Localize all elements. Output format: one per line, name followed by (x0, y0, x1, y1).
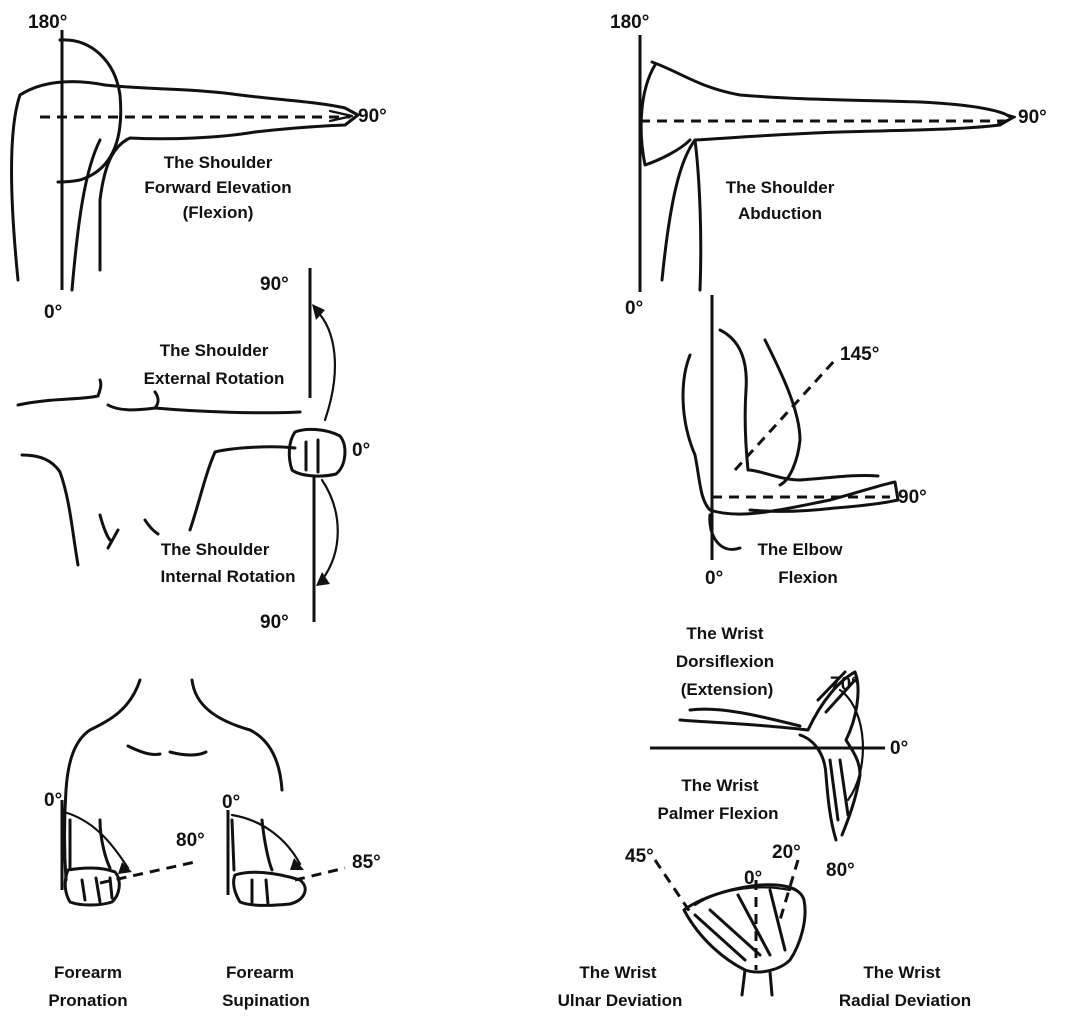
elbow-caption-line1: The Elbow (758, 540, 844, 559)
internal-rotation-caption-line2: Internal Rotation (160, 567, 295, 586)
wrist-angle-70: 70° (830, 674, 859, 695)
panel-shoulder-abduction: 180° 90° 0° The Shoulder Abduction (610, 12, 1047, 319)
abduction-angle-0: 0° (625, 298, 643, 319)
supination-angle-0: 0° (222, 792, 240, 813)
dorsiflexion-caption-line2: Dorsiflexion (676, 652, 774, 671)
flexion-angle-0: 0° (44, 302, 62, 323)
flexion-angle-180: 180° (28, 12, 67, 33)
flexion-angle-90: 90° (358, 106, 387, 127)
panel-shoulder-rotation: 90° 0° 90° The Shoulder External Rotatio… (18, 268, 370, 633)
supination-angle-85: 85° (352, 852, 381, 873)
radial-caption-line1: The Wrist (863, 963, 940, 982)
rotation-angle-external-90: 90° (260, 274, 289, 295)
wrist-angle-0: 0° (890, 738, 908, 759)
dorsiflexion-caption-line3: (Extension) (681, 680, 774, 699)
abduction-caption-line2: Abduction (738, 204, 822, 223)
elbow-angle-0: 0° (705, 568, 723, 589)
pronation-angle-0: 0° (44, 790, 62, 811)
ulnar-caption-line2: Ulnar Deviation (558, 991, 683, 1010)
ulnar-caption-line1: The Wrist (579, 963, 656, 982)
external-rotation-caption-line2: External Rotation (144, 369, 285, 388)
dorsiflexion-caption-line1: The Wrist (686, 624, 763, 643)
wrist-angle-80: 80° (826, 860, 855, 881)
shoulder-abduction-arm-drawing (641, 62, 1012, 290)
panel-shoulder-flexion: 180° 90° 0° The Shoulder Forward Elevati… (12, 12, 387, 323)
panel-wrist-deviation: 45° 0° 20° The Wrist Ulnar Deviation The… (558, 842, 971, 1010)
rotation-angle-internal-90: 90° (260, 612, 289, 633)
radial-angle-20: 20° (772, 842, 801, 863)
pronation-arc (64, 812, 128, 868)
internal-rotation-arc (322, 480, 338, 580)
external-rotation-arc (316, 310, 335, 420)
supination-caption-line2: Supination (222, 991, 310, 1010)
forearm-shoulders-drawing (65, 680, 283, 880)
rotation-angle-0: 0° (352, 440, 370, 461)
flexion-caption-line2: Forward Elevation (144, 178, 291, 197)
supination-arc (232, 815, 300, 864)
neutral-angle-0: 0° (744, 868, 762, 889)
ulnar-angle-45: 45° (625, 846, 654, 867)
elbow-diagonal-axis (735, 360, 835, 470)
flexion-caption-line1: The Shoulder (164, 153, 273, 172)
elbow-angle-90: 90° (898, 487, 927, 508)
palmar-caption-line1: The Wrist (681, 776, 758, 795)
internal-rotation-caption-line1: The Shoulder (161, 540, 270, 559)
supination-caption-line1: Forearm (226, 963, 294, 982)
flexion-caption-line3: (Flexion) (183, 203, 254, 222)
abduction-angle-180: 180° (610, 12, 649, 33)
pronation-caption-line1: Forearm (54, 963, 122, 982)
shoulder-rotation-torso-drawing (18, 380, 300, 565)
internal-rotation-arrowhead (316, 572, 330, 586)
elbow-angle-145: 145° (840, 344, 879, 365)
radial-caption-line2: Radial Deviation (839, 991, 971, 1010)
abduction-caption-line1: The Shoulder (726, 178, 835, 197)
panel-elbow-flexion: 145° 90° 0° The Elbow Flexion (683, 295, 927, 589)
pronation-caption-line2: Pronation (48, 991, 127, 1010)
rotation-fist-drawing (289, 429, 345, 476)
pronation-hand-drawing (65, 820, 119, 905)
abduction-angle-90: 90° (1018, 107, 1047, 128)
elbow-caption-line2: Flexion (778, 568, 838, 587)
pronation-angle-80: 80° (176, 830, 205, 851)
palmar-caption-line2: Palmer Flexion (658, 804, 779, 823)
external-rotation-caption-line1: The Shoulder (160, 341, 269, 360)
ulnar-deviation-dashed-line (655, 860, 690, 912)
panel-forearm-rotation: 0° 80° Forearm Pronation 0° 85° Forearm … (44, 680, 381, 1010)
